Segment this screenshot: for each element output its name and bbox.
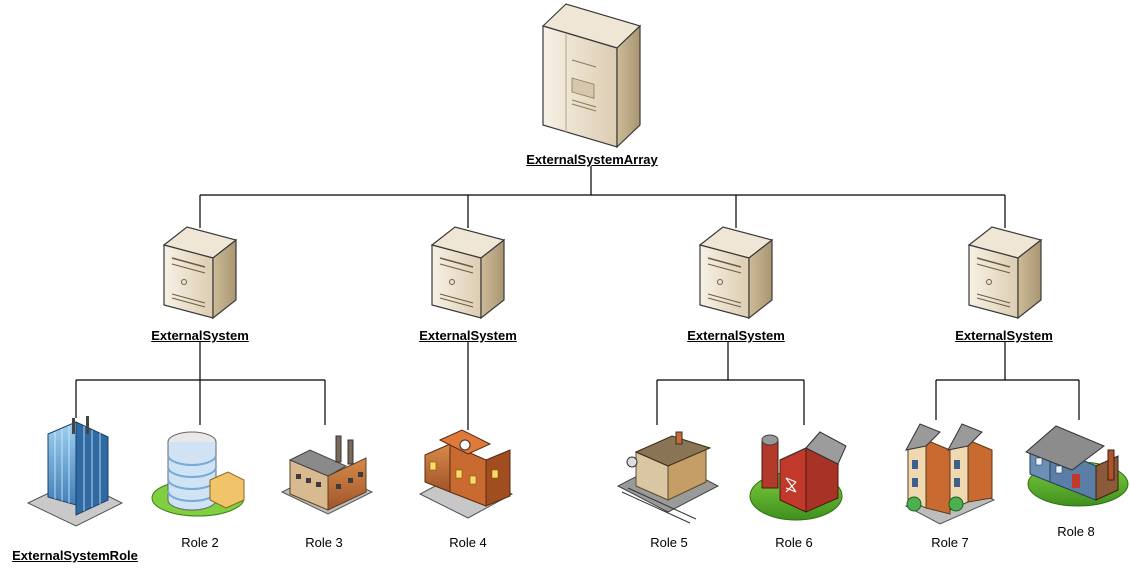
role-label: Role 3	[305, 535, 343, 550]
server-tower-icons	[162, 226, 1043, 320]
server-tower-icon	[698, 226, 774, 320]
role-label: Role 8	[1057, 524, 1095, 539]
round-office-building-icon	[151, 431, 245, 517]
role-label: Role 5	[650, 535, 688, 550]
system-label: ExternalSystem	[955, 328, 1053, 343]
barn-icon	[749, 431, 847, 521]
train-station-icon	[616, 431, 720, 524]
server-tower-icon	[162, 226, 238, 320]
system-label: ExternalSystem	[687, 328, 785, 343]
house-icon	[1025, 425, 1129, 507]
factory-icon	[280, 435, 374, 515]
server-cabinet-icon	[541, 3, 642, 149]
role-label: Role 7	[931, 535, 969, 550]
role-label: Role 6	[775, 535, 813, 550]
system-label: ExternalSystem	[151, 328, 249, 343]
school-building-icon	[418, 429, 514, 519]
townhouses-icon	[904, 423, 996, 525]
system-label: ExternalSystem	[419, 328, 517, 343]
role-label: ExternalSystemRole	[12, 548, 138, 563]
role-label: Role 2	[181, 535, 219, 550]
role-label: Role 4	[449, 535, 487, 550]
root-label: ExternalSystemArray	[526, 152, 658, 167]
office-tower-icon	[26, 416, 124, 527]
server-tower-icon	[967, 226, 1043, 320]
connector-lines	[75, 166, 1080, 430]
server-tower-icon	[430, 226, 506, 320]
